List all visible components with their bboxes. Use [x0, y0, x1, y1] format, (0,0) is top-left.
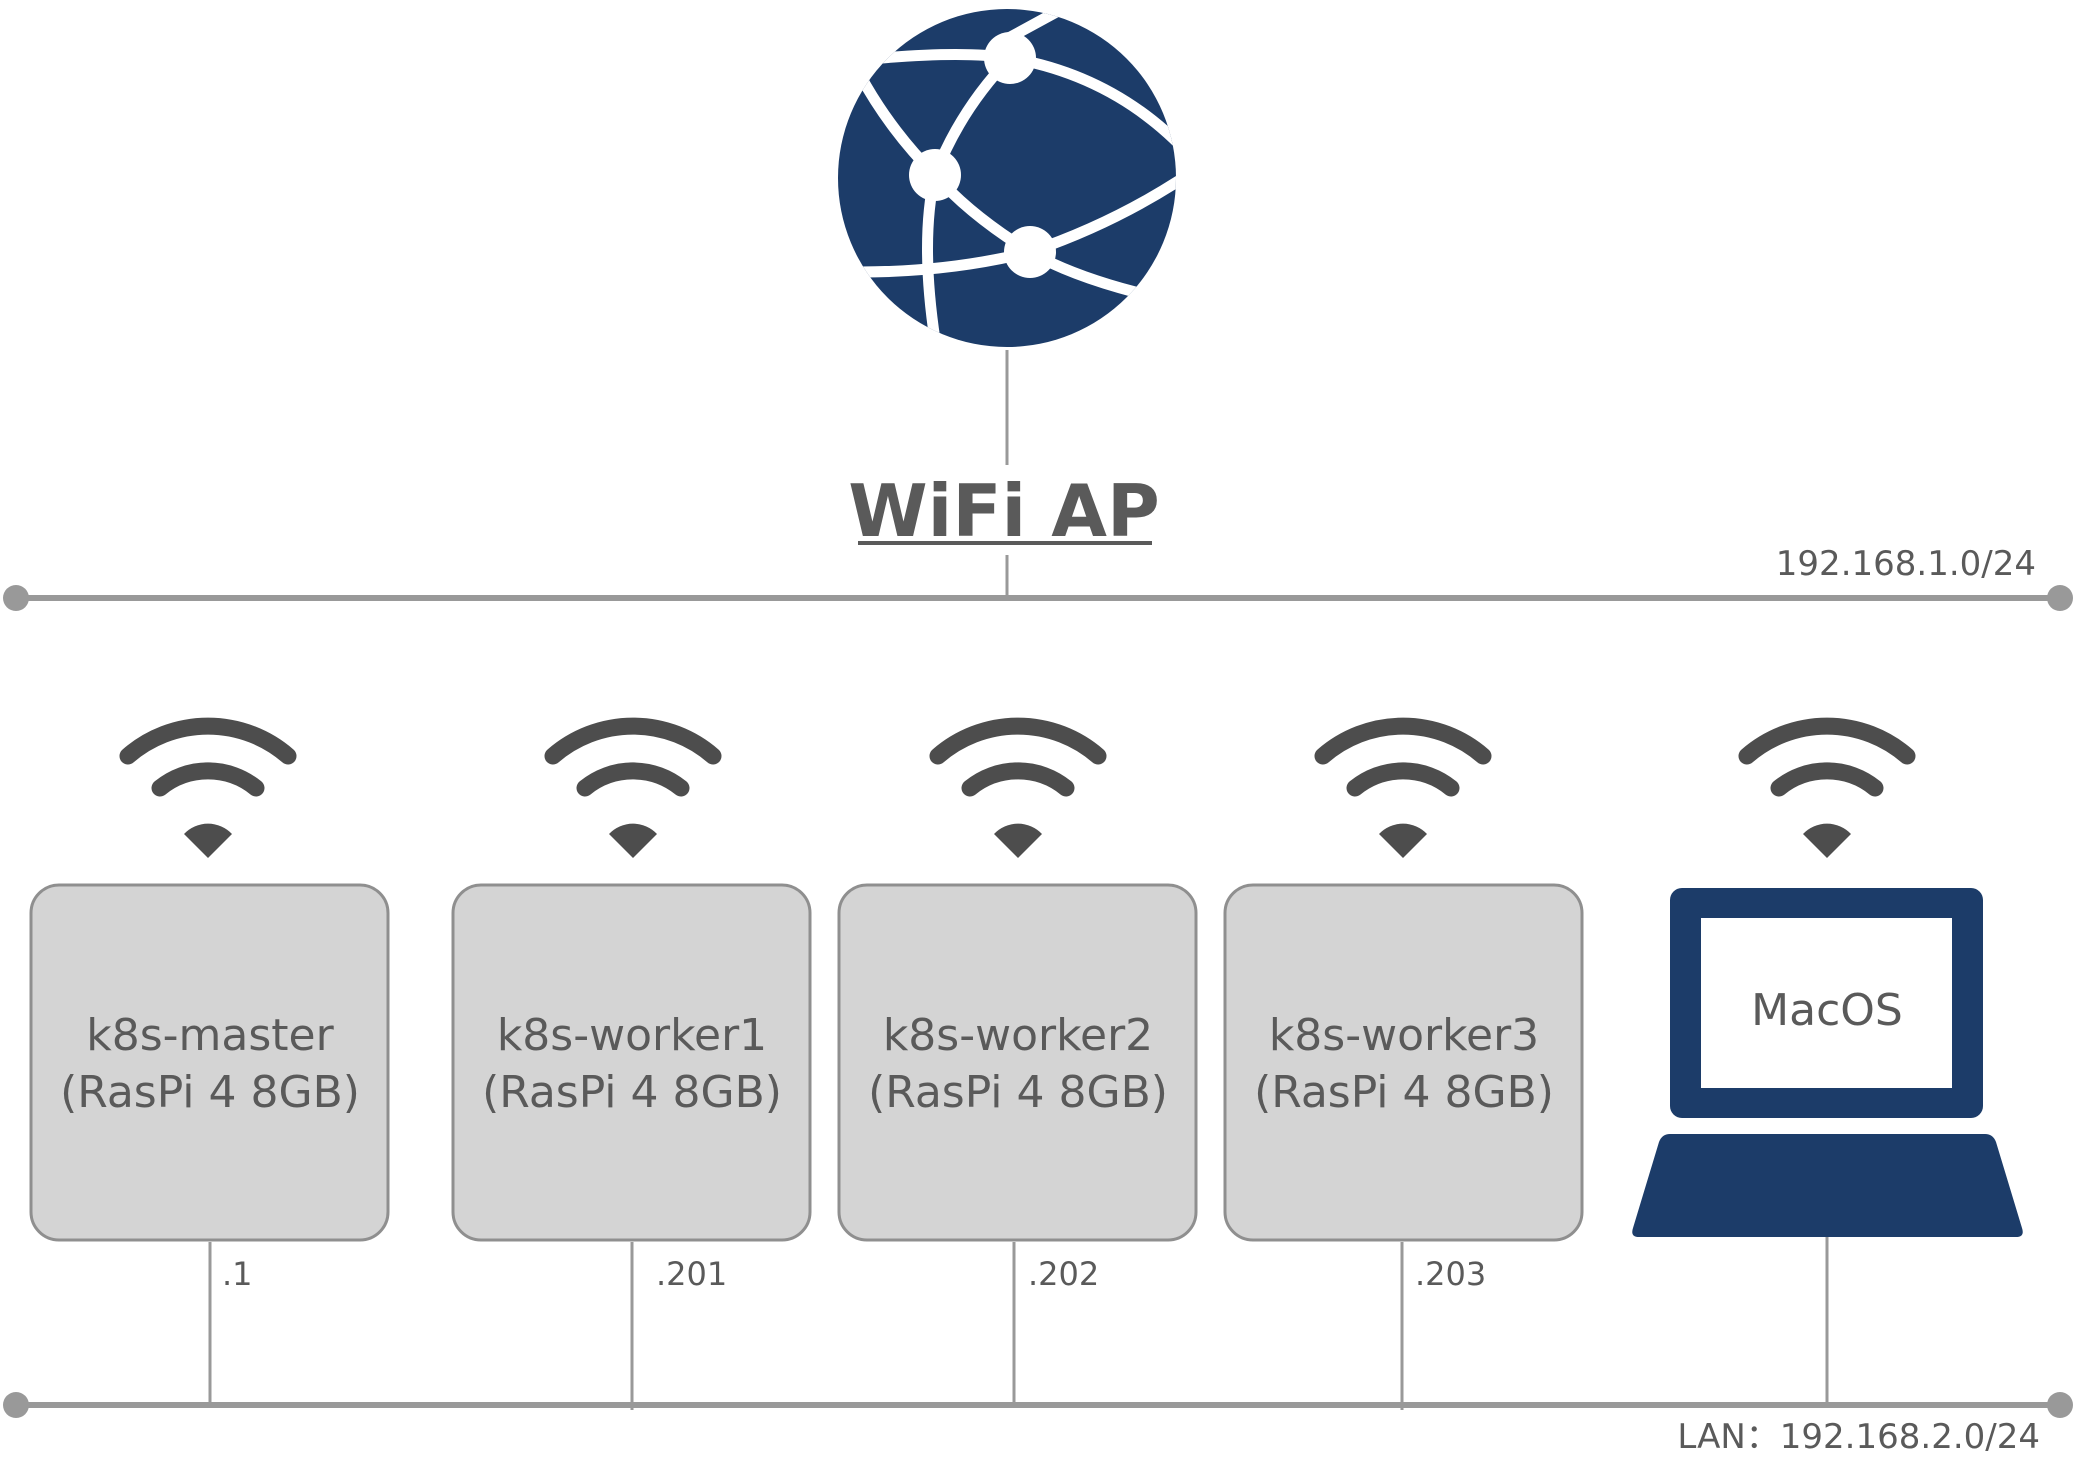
lan-bus [3, 1392, 2073, 1418]
wifi-bus [3, 585, 2073, 611]
node-box [837, 883, 1198, 1242]
node-k8s-worker1: k8s-worker1 (RasPi 4 8GB) .201 [451, 726, 812, 1410]
lan-bus-right-endpoint [2047, 1392, 2073, 1418]
wifi-ap-label: WiFi AP [848, 469, 1160, 553]
node-model: (RasPi 4 8GB) [60, 1067, 360, 1118]
laptop-macos: MacOS [1632, 726, 2023, 1405]
node-model: (RasPi 4 8GB) [482, 1067, 782, 1118]
node-ip: .202 [1028, 1255, 1099, 1293]
wifi-icon [938, 726, 1098, 858]
node-box [451, 883, 812, 1242]
wifi-bus-right-endpoint [2047, 585, 2073, 611]
node-ip: .201 [656, 1255, 727, 1293]
node-name: k8s-worker2 [883, 1010, 1153, 1061]
node-ip: .1 [222, 1255, 253, 1293]
wifi-icon [553, 726, 713, 858]
node-name: k8s-master [86, 1010, 334, 1061]
node-box [29, 883, 390, 1242]
node-box [1223, 883, 1584, 1242]
wifi-icon [1747, 726, 1907, 858]
node-k8s-worker2: k8s-worker2 (RasPi 4 8GB) .202 [837, 726, 1198, 1405]
globe-network-icon [838, 9, 1176, 347]
wifi-network-label: 192.168.1.0/24 [1776, 544, 2036, 584]
laptop-icon [1632, 888, 2023, 1237]
lan-bus-left-endpoint [3, 1392, 29, 1418]
node-ip: .203 [1415, 1255, 1486, 1293]
node-k8s-worker3: k8s-worker3 (RasPi 4 8GB) .203 [1223, 726, 1584, 1410]
node-model: (RasPi 4 8GB) [1254, 1067, 1554, 1118]
node-model: (RasPi 4 8GB) [868, 1067, 1168, 1118]
node-k8s-master: k8s-master (RasPi 4 8GB) .1 [29, 726, 390, 1405]
wifi-bus-left-endpoint [3, 585, 29, 611]
wifi-icon [1323, 726, 1483, 858]
node-name: k8s-worker1 [497, 1010, 767, 1061]
wifi-icon [128, 726, 288, 858]
lan-network-label: LAN：192.168.2.0/24 [1677, 1417, 2040, 1457]
node-name: k8s-worker3 [1269, 1010, 1539, 1061]
laptop-label: MacOS [1751, 985, 1903, 1036]
